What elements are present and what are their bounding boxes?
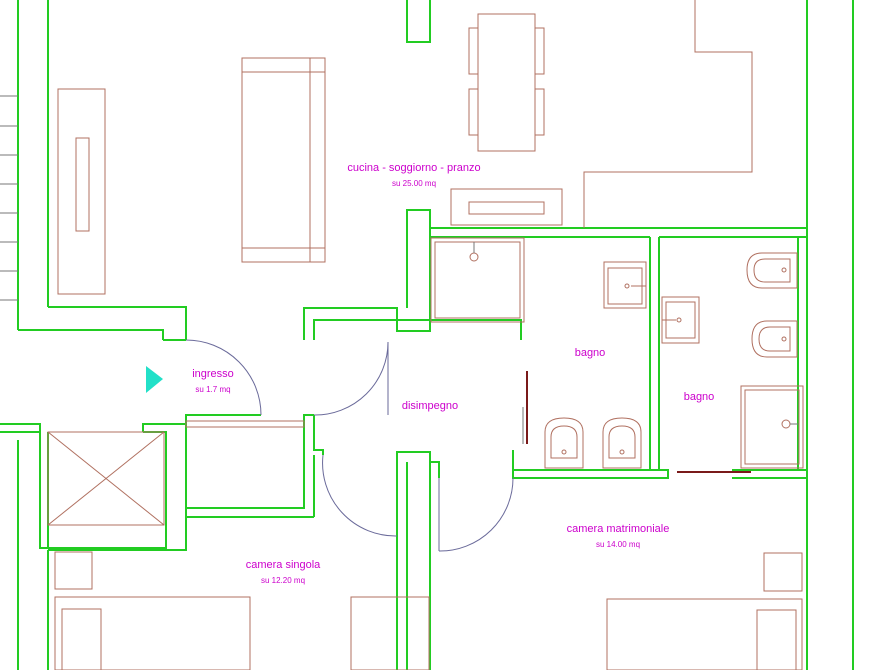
room-label-bagno-2: bagno: [684, 391, 715, 403]
walls: [0, 0, 854, 670]
room-label-camera-matrimoniale: camera matrimoniale: [567, 523, 670, 535]
room-label-bagno-1: bagno: [575, 347, 606, 359]
door-swings: [185, 339, 514, 552]
room-area-cucina: su 25.00 mq: [392, 179, 436, 188]
room-area-camera-matrimoniale: su 14.00 mq: [596, 540, 640, 549]
room-area-camera-singola: su 12.20 mq: [261, 576, 305, 585]
room-labels: cucina - soggiorno - pranzo su 25.00 mq …: [192, 162, 714, 585]
room-label-ingresso: ingresso: [192, 368, 234, 380]
room-label-camera-singola: camera singola: [246, 559, 321, 571]
room-area-ingresso: su 1.7 mq: [195, 385, 230, 394]
room-label-disimpegno: disimpegno: [402, 400, 458, 412]
room-label-cucina: cucina - soggiorno - pranzo: [347, 162, 480, 174]
play-triangle-icon: [146, 366, 163, 393]
furniture: [0, 0, 804, 670]
